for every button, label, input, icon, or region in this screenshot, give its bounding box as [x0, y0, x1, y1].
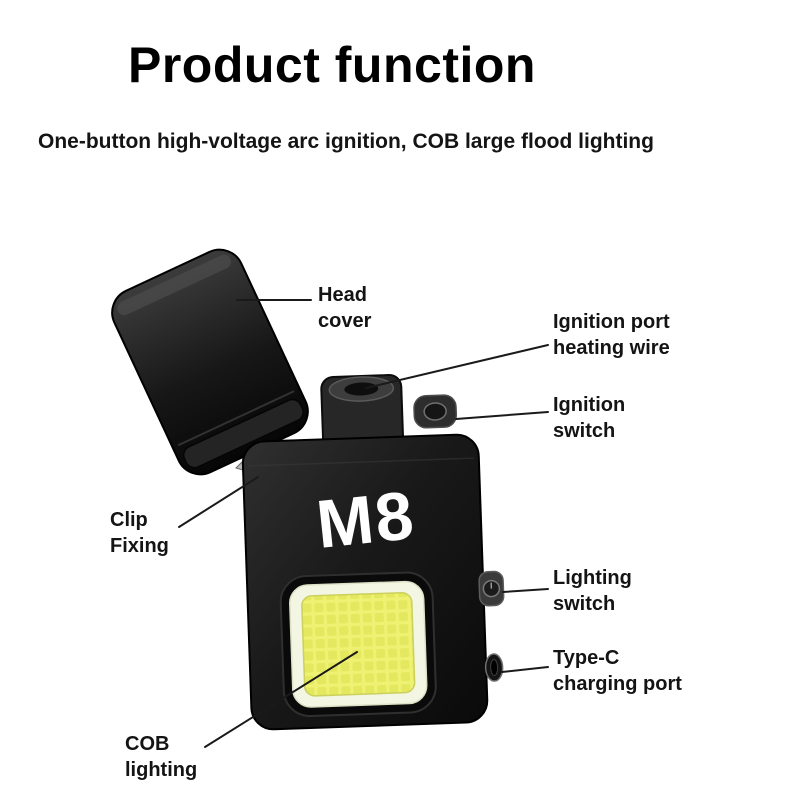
- product-model-label: M8: [313, 477, 419, 563]
- leader-line-cob-lighting: [204, 651, 358, 748]
- ignition-switch-shape: [413, 394, 458, 429]
- leader-line-type-c: [501, 666, 549, 673]
- leader-line-ignition-port: [365, 344, 549, 389]
- callout-lighting-switch: Lighting switch: [553, 567, 632, 615]
- callout-head-cover: Head cover: [318, 284, 372, 332]
- callout-clip-fixing: Clip Fixing: [110, 509, 169, 557]
- leader-line-ignition-switch: [455, 411, 549, 420]
- lighting-switch-shape: [478, 570, 505, 607]
- callout-type-c: Type-C charging port: [553, 647, 682, 695]
- leader-line-lighting-switch: [502, 588, 549, 593]
- callout-cob-lighting: COB lighting: [125, 733, 198, 781]
- callout-leader-lines: [178, 299, 549, 748]
- head-cover-shape: [111, 248, 309, 476]
- page-subtitle: One-button high-voltage arc ignition, CO…: [38, 130, 654, 153]
- page-title: Product function: [128, 37, 536, 93]
- type-c-port-shape: [484, 653, 504, 682]
- callout-ignition-switch: Ignition switch: [553, 394, 626, 442]
- cob-light-panel: [279, 571, 437, 717]
- callout-ignition-port: Ignition port heating wire: [553, 311, 670, 359]
- leader-line-clip-fixing: [178, 476, 259, 528]
